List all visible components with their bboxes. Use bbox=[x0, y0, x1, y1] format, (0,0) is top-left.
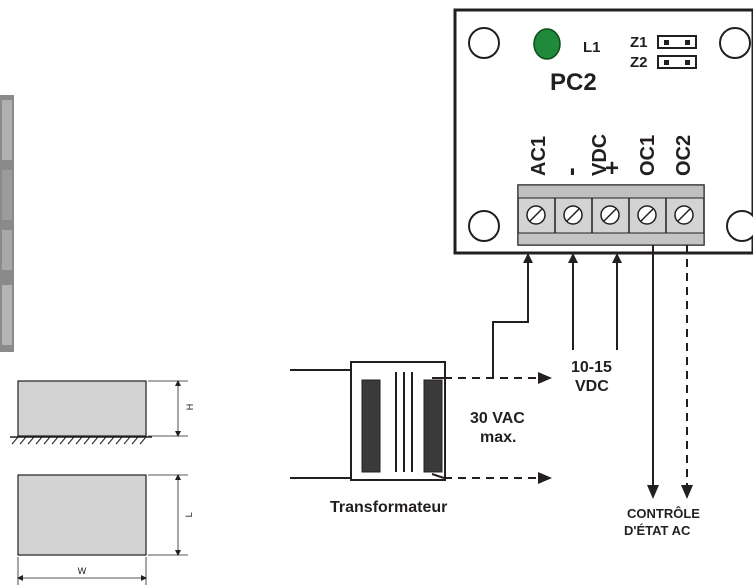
terminal-block bbox=[517, 184, 705, 246]
led-l1 bbox=[533, 28, 561, 60]
wire-ac1 bbox=[492, 253, 533, 378]
screw-terminal-ac1 bbox=[526, 205, 546, 225]
terminal-label-oc2: OC2 bbox=[673, 135, 695, 176]
mounting-hole-top-left bbox=[468, 27, 500, 59]
ac-voltage-line1: 30 VAC bbox=[470, 410, 525, 427]
dimension-w-label: W bbox=[78, 567, 87, 577]
dimension-h-label: H bbox=[186, 404, 196, 411]
dimension-l-label: L bbox=[185, 512, 195, 517]
jumper-z1-label: Z1 bbox=[630, 34, 648, 51]
transformer-label: Transformateur bbox=[330, 499, 447, 516]
mounting-hole-top-right bbox=[719, 27, 751, 59]
terminal-label-minus: - bbox=[555, 167, 585, 176]
screw-terminal-oc2 bbox=[674, 205, 694, 225]
mounting-hole-bottom-right bbox=[726, 210, 753, 242]
supply-label-line1: 10-15 bbox=[571, 359, 612, 376]
led-label: L1 bbox=[583, 39, 601, 56]
status-label-line2: D'ÉTAT AC bbox=[624, 523, 691, 538]
primary-coil bbox=[361, 379, 381, 473]
jumper-z2 bbox=[657, 55, 697, 69]
terminal-label-vdc: VDC bbox=[589, 134, 611, 176]
screw-terminal-oc1 bbox=[637, 205, 657, 225]
terminal-label-oc1: OC1 bbox=[637, 135, 659, 176]
pc2-board: L1 PC2 Z1 Z2 AC1 - VDC + OC1 OC2 bbox=[453, 8, 753, 255]
supply-label-line2: VDC bbox=[575, 378, 609, 395]
transformer bbox=[350, 361, 446, 481]
photo-fragment bbox=[0, 95, 14, 352]
terminal-label-ac1: AC1 bbox=[528, 136, 550, 176]
mounting-hole-bottom-left bbox=[468, 210, 500, 242]
side-view-drawing: H bbox=[10, 380, 196, 445]
ac-voltage-line2: max. bbox=[480, 429, 516, 446]
jumper-z1 bbox=[657, 35, 697, 49]
jumper-z2-label: Z2 bbox=[630, 54, 648, 71]
secondary-coil bbox=[423, 379, 443, 473]
screw-terminal-plus bbox=[600, 205, 620, 225]
top-view-drawing: L W bbox=[17, 474, 195, 585]
screw-terminal-minus bbox=[563, 205, 583, 225]
wires bbox=[290, 245, 693, 499]
terminal-label-plus: + bbox=[605, 155, 619, 182]
board-title: PC2 bbox=[550, 69, 597, 96]
status-label-line1: CONTRÔLE bbox=[627, 506, 700, 521]
